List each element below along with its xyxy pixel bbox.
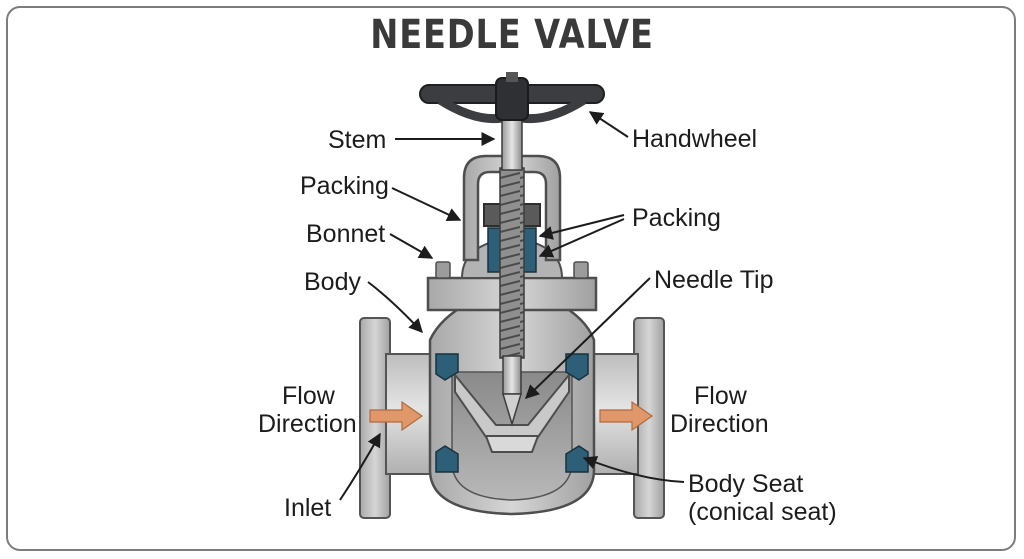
- packing-right-leader-2: [538, 218, 625, 258]
- handwheel: [419, 72, 605, 124]
- inlet-leader: [339, 432, 381, 501]
- body-seat-leader: [582, 456, 685, 483]
- bonnet-leader: [389, 233, 434, 259]
- flow-partition: [454, 372, 570, 441]
- leader-lines: [339, 111, 685, 501]
- label-inlet: Inlet: [284, 494, 331, 522]
- label-handwheel: Handwheel: [632, 125, 757, 153]
- label-needle-tip: Needle Tip: [654, 266, 774, 294]
- label-packing-left: Packing: [300, 172, 389, 200]
- threaded-stem: [499, 167, 525, 359]
- label-flow-left-2: Direction: [258, 410, 357, 438]
- body-leader: [367, 281, 423, 334]
- handwheel-leader: [588, 111, 629, 138]
- label-flow-right-2: Direction: [670, 410, 769, 438]
- label-flow-right-1: Flow: [694, 382, 748, 410]
- diagram-title: NEEDLE VALVE: [370, 12, 654, 58]
- lower-stem: [502, 355, 522, 395]
- packing-right-leader-1: [538, 214, 625, 240]
- seat-ring: [484, 435, 540, 453]
- flow-arrow-in: [369, 400, 424, 432]
- label-body: Body: [304, 268, 361, 296]
- bonnet-bolts: [435, 261, 589, 279]
- label-body-seat-1: Body Seat: [688, 470, 803, 498]
- packing-left-leader: [391, 187, 462, 221]
- body-seat-seals: [435, 353, 589, 473]
- needle-tip-leader: [524, 277, 651, 399]
- label-body-seat-2: (conical seat): [688, 498, 837, 526]
- label-stem: Stem: [328, 126, 386, 154]
- label-flow-left-1: Flow: [282, 382, 336, 410]
- flow-arrow-out: [599, 400, 654, 432]
- label-packing-right: Packing: [632, 204, 721, 232]
- label-bonnet: Bonnet: [306, 220, 385, 248]
- needle-tip: [501, 393, 523, 427]
